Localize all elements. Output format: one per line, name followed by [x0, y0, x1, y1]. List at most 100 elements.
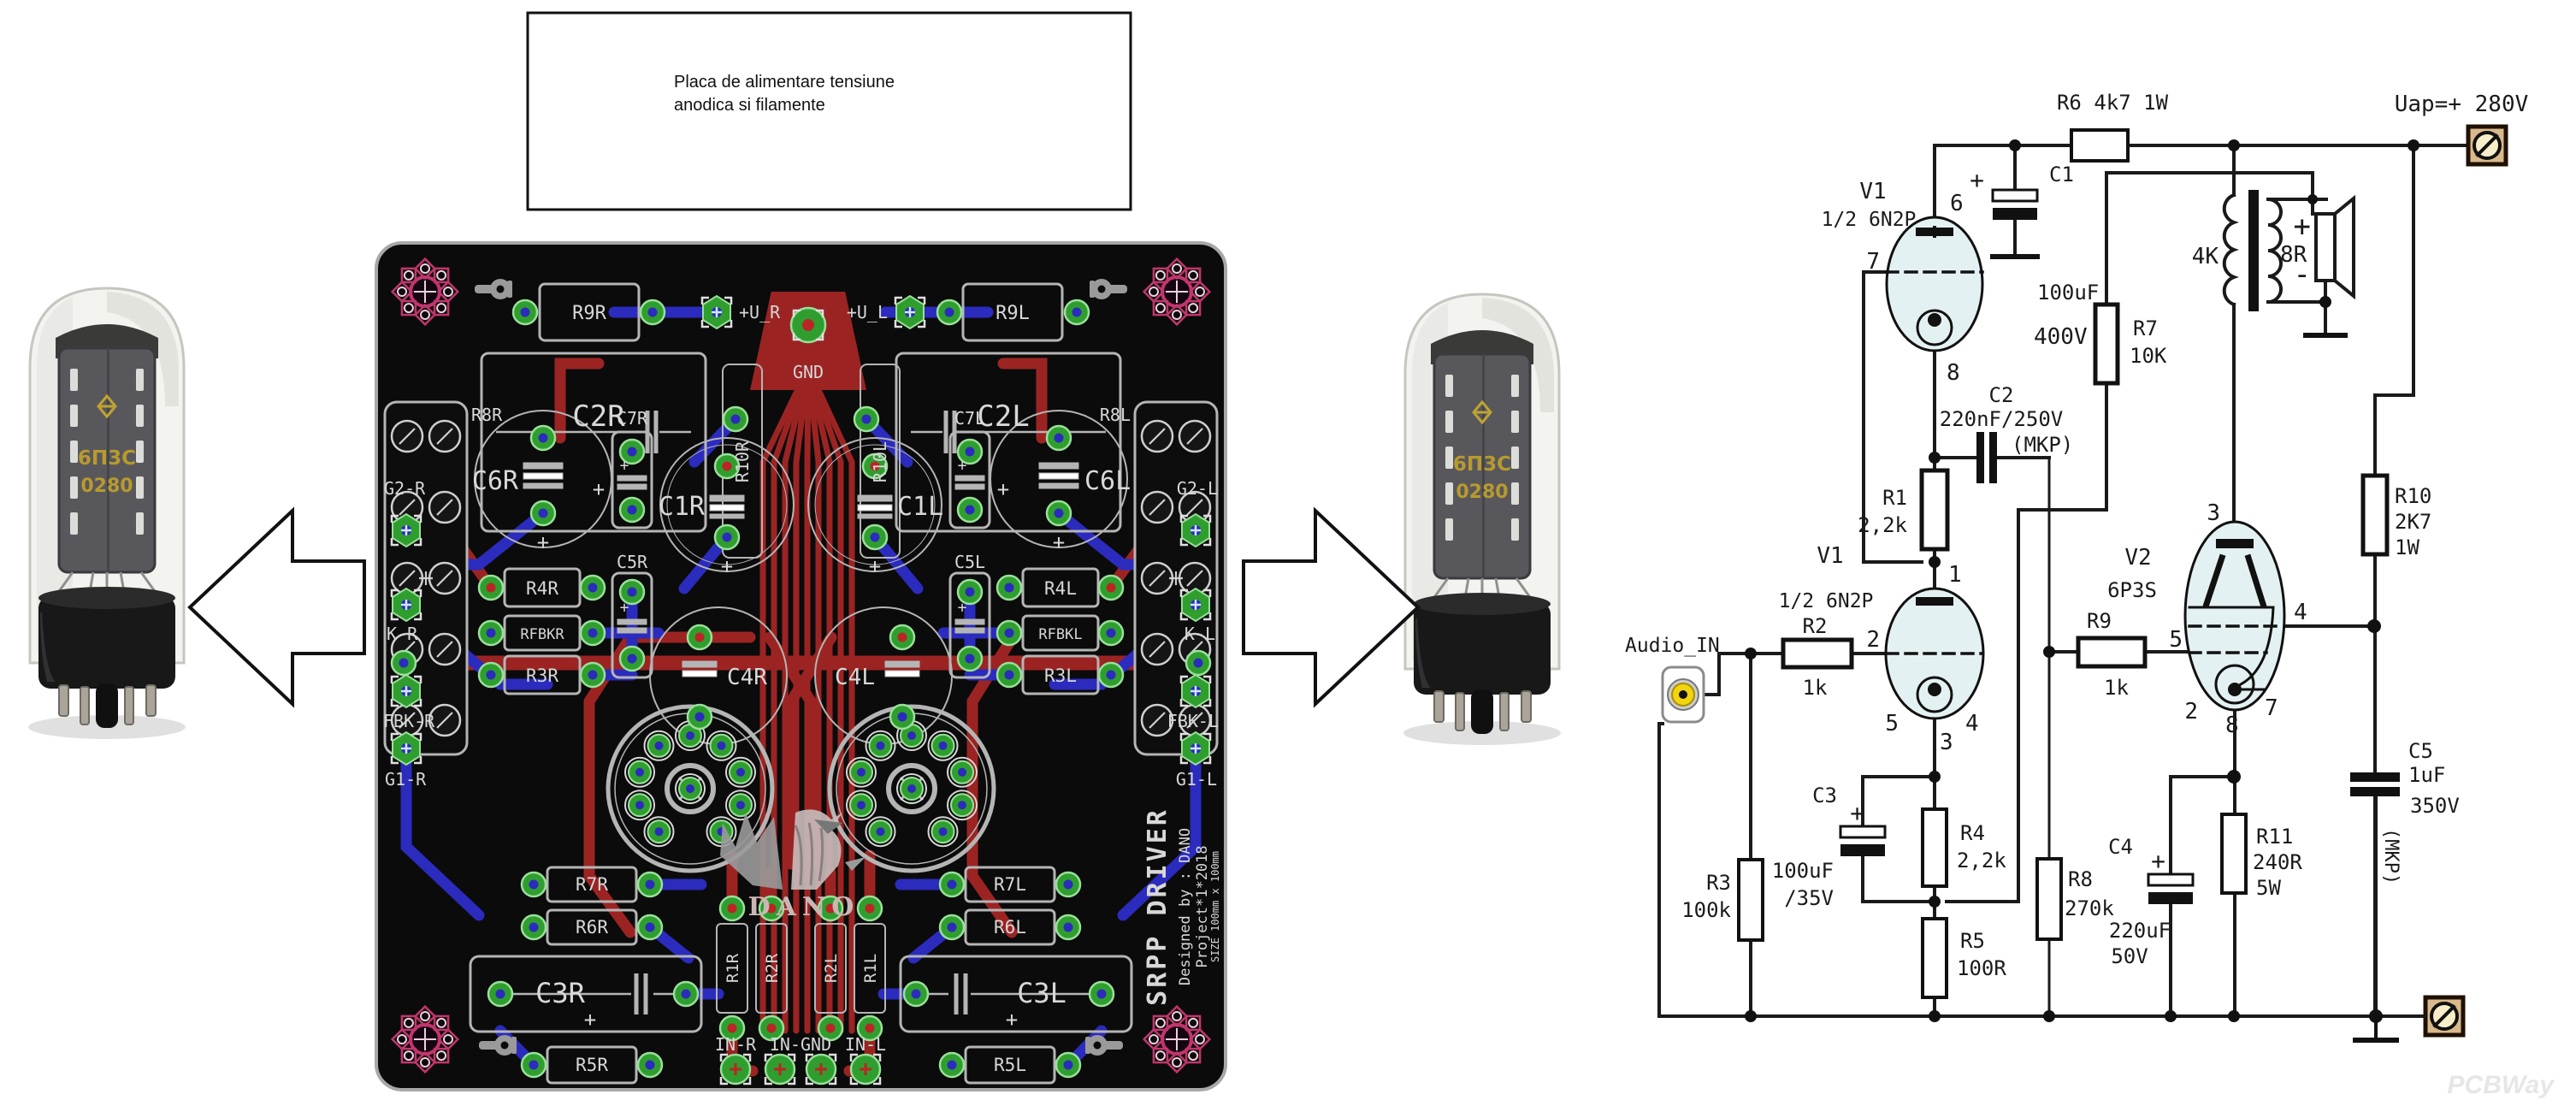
- schematic-labels: R6 4k7 1W Uap=+ 280V + C1 100uF 400V V1 …: [1625, 91, 2528, 980]
- sch-audio-in: Audio_IN: [1625, 635, 1720, 657]
- sch-r1: R1: [1882, 486, 1907, 510]
- label-c5l: C5L: [954, 552, 985, 572]
- sch-r4: R4: [1960, 821, 1985, 845]
- label-g2l: G2-L: [1177, 478, 1218, 499]
- sch-r11-value: 240R: [2253, 850, 2302, 874]
- sch-uap: Uap=+ 280V: [2395, 92, 2529, 117]
- tube-photo-left: [27, 287, 187, 741]
- sch-r6: R6 4k7 1W: [2057, 91, 2169, 115]
- label-r5l: R5L: [994, 1055, 1026, 1075]
- label-in-r: IN-R: [715, 1034, 757, 1055]
- sch-v2-pin3: 3: [2207, 500, 2220, 526]
- sch-r5-value: 100R: [1957, 956, 2006, 980]
- label-c4r: C4R: [727, 665, 767, 690]
- sch-pri: 4K: [2192, 244, 2219, 269]
- sch-r3-value: 100k: [1681, 898, 1731, 922]
- sch-v1b: V1: [1817, 543, 1843, 569]
- sch-spk-minus: -: [2294, 257, 2311, 292]
- sch-r10-watt: 1W: [2395, 535, 2419, 559]
- label-c6l: C6L: [1084, 466, 1131, 496]
- plus-c7r: +: [620, 457, 629, 475]
- sch-r5: R5: [1960, 929, 1985, 953]
- pcb-size: SIZE 100mm x 100mm: [1209, 851, 1221, 962]
- sch-c3: C3: [1812, 784, 1837, 807]
- label-c3r: C3R: [535, 977, 586, 1009]
- sch-v2-pin2: 2: [2184, 699, 2198, 725]
- label-fbkl: FBK-L: [1167, 711, 1219, 731]
- label-g1l: G1-L: [1176, 769, 1217, 790]
- v1-upper-triode: [1885, 216, 1984, 352]
- pcb-title: SRPP DRIVER: [1143, 807, 1173, 1006]
- label-c2r: C2R: [572, 399, 625, 434]
- label-fbkr: FBK-R: [383, 711, 435, 731]
- v1-lower-triode: [1884, 587, 1985, 720]
- sch-r2: R2: [1803, 614, 1828, 638]
- sch-c5-voltage: 350V: [2410, 794, 2460, 818]
- label-u-r: +U_R: [739, 302, 781, 322]
- resistors: [1737, 128, 2390, 999]
- dano-logo: DANO: [720, 809, 866, 922]
- label-rfbkl: RFBKL: [1038, 626, 1082, 643]
- sch-pin8: 8: [1947, 360, 1960, 386]
- plus-c3r: +: [584, 1008, 596, 1032]
- sch-c1-voltage: 400V: [2034, 324, 2088, 350]
- label-r8r: R8R: [471, 405, 503, 425]
- label-r6l: R6L: [994, 917, 1026, 938]
- pcb-silk-labels: R9R R9L +U_R +U_L GND G2-R G2-L C2R C2L …: [383, 302, 1221, 1075]
- sch-c4: C4: [2108, 835, 2133, 859]
- sch-pin7: 7: [1866, 249, 1880, 275]
- label-c1l: C1L: [897, 492, 943, 522]
- sch-c3-value: 100uF: [1772, 859, 1834, 883]
- sch-v2-type: 6P3S: [2107, 578, 2157, 602]
- note-box: Placa de alimentare tensiune anodica si …: [526, 11, 1132, 211]
- label-r1r: R1R: [724, 953, 742, 983]
- sch-r4-value: 2,2k: [1957, 849, 2006, 872]
- label-r7l: R7L: [994, 874, 1026, 895]
- label-c3l: C3L: [1017, 977, 1066, 1009]
- sch-r8-value: 270k: [2065, 896, 2114, 920]
- sch-r8: R8: [2068, 867, 2093, 891]
- arrow-left-icon: [188, 509, 366, 706]
- sch-v1b-type: 1/2 6N2P: [1779, 590, 1874, 612]
- label-r7r: R7R: [576, 874, 608, 895]
- label-r10r: R10R: [732, 441, 753, 482]
- label-r3l: R3L: [1044, 665, 1077, 686]
- sch-c2-type: (MKP): [2012, 433, 2073, 457]
- note-line-1: Placa de alimentare tensiune: [674, 73, 895, 92]
- sch-pin2: 2: [1866, 627, 1880, 653]
- label-r10l: R10L: [870, 441, 890, 482]
- sch-r11-watt: 5W: [2256, 876, 2281, 900]
- plus-c3l: +: [1006, 1008, 1018, 1032]
- sch-c4-voltage: 50V: [2111, 944, 2148, 968]
- label-r9r: R9R: [572, 303, 606, 324]
- sch-v2-pin5: 5: [2169, 627, 2183, 653]
- sch-r1-value: 2,2k: [1858, 513, 1907, 537]
- sch-v2: V2: [2124, 545, 2151, 571]
- output-transformer: [2222, 190, 2283, 311]
- label-r6r: R6R: [576, 917, 608, 938]
- label-gnd: GND: [793, 362, 824, 382]
- sch-c5-type: (MKP): [2380, 828, 2402, 884]
- plus-c2r: +: [593, 477, 605, 501]
- label-r1l: R1L: [861, 954, 880, 983]
- sch-r9: R9: [2087, 609, 2112, 633]
- sch-c3-plus: +: [1850, 799, 1864, 827]
- dano-logo-text: DANO: [748, 892, 860, 922]
- plus-c2l: +: [997, 477, 1009, 501]
- sch-pin4: 4: [1965, 711, 1979, 736]
- sch-r10: R10: [2395, 484, 2431, 508]
- label-g2r: G2-R: [384, 478, 426, 499]
- label-u-l: +U_L: [847, 302, 888, 322]
- label-g1r: G1-R: [385, 769, 427, 790]
- label-r4r: R4R: [526, 578, 558, 599]
- tube-photo-right: [1402, 293, 1563, 747]
- sch-r2-value: 1k: [1803, 676, 1828, 700]
- audio-in-jack: [1661, 665, 1705, 724]
- capacitors: [1839, 188, 2400, 904]
- plus-c5r: +: [620, 599, 629, 617]
- sch-c3-voltage: /35V: [1784, 886, 1834, 910]
- sch-c5-value: 1uF: [2408, 763, 2445, 787]
- label-c5r: C5R: [617, 552, 648, 572]
- label-c1r: C1R: [659, 492, 706, 522]
